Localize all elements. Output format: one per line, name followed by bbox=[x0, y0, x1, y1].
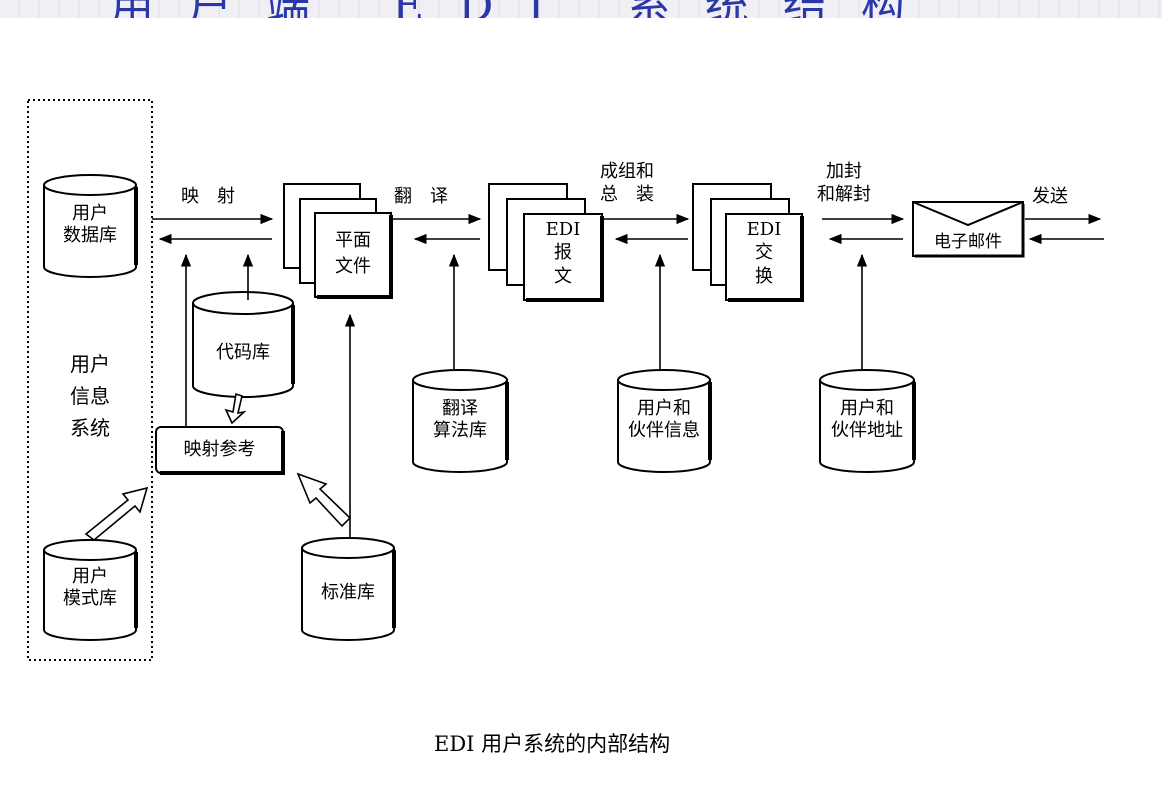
flat-file-label-line2: 文件 bbox=[335, 256, 371, 278]
translation-algorithm-database-label: 翻译 算法库 bbox=[413, 398, 507, 441]
partner-info-database-label-line2: 伙伴信息 bbox=[628, 419, 700, 441]
mode-db-to-info-system-block-arrow bbox=[84, 486, 149, 542]
partner-address-database-label-line2: 伙伴地址 bbox=[831, 419, 903, 441]
top-banner: 用户端 EDI 系统结构 bbox=[0, 0, 1162, 18]
flat-file-label-line1: 平面 bbox=[335, 230, 371, 251]
user-mode-database-label: 用户 模式库 bbox=[46, 566, 134, 609]
user-mode-database-label-line1: 用户 bbox=[72, 566, 108, 587]
edi-exchange-label-line3: 换 bbox=[755, 265, 773, 287]
standard-db-to-mapping-ref-block-arrow bbox=[296, 472, 352, 528]
edi-exchange-label-line1: EDI bbox=[746, 219, 782, 240]
flat-file-stack bbox=[283, 183, 393, 299]
translation-algorithm-database-label-line1: 翻译 bbox=[442, 398, 478, 419]
edi-message-label-line3: 文 bbox=[554, 265, 572, 287]
email-label: 电子邮件 bbox=[934, 232, 1002, 252]
mapping-reference-label: 映射参考 bbox=[183, 439, 256, 460]
standard-database-cylinder bbox=[301, 537, 396, 641]
partner-info-database-cylinder bbox=[617, 369, 712, 473]
user-mode-database-label-line2: 模式库 bbox=[63, 587, 117, 609]
user-database-label-line2: 数据库 bbox=[63, 224, 117, 246]
group-flow-label: 成组和 总 装 bbox=[600, 160, 654, 207]
send-flow-label: 发送 bbox=[1032, 186, 1068, 207]
translation-algorithm-database-label-line2: 算法库 bbox=[433, 419, 487, 441]
code-database-label: 代码库 bbox=[193, 342, 293, 364]
partner-address-database-label-line1: 用户和 bbox=[840, 398, 894, 419]
edi-exchange-stack bbox=[692, 183, 804, 302]
group-flow-label-line1: 成组和 bbox=[600, 161, 654, 182]
partner-address-database-label: 用户和 伙伴地址 bbox=[814, 398, 920, 441]
standard-database-label: 标准库 bbox=[302, 582, 394, 604]
user-info-system-label-line1: 用户 bbox=[70, 352, 110, 376]
edi-exchange-label: EDI 交 换 bbox=[726, 218, 802, 288]
seal-flow-label: 加封 和解封 bbox=[806, 160, 882, 207]
edi-message-label-line1: EDI bbox=[545, 219, 581, 240]
user-mode-database-cylinder bbox=[43, 539, 138, 641]
translate-flow-label: 翻 译 bbox=[394, 186, 448, 207]
partner-address-database-cylinder bbox=[819, 369, 916, 473]
code-db-to-mapping-ref-block-arrow bbox=[224, 392, 247, 425]
edi-message-label-line2: 报 bbox=[554, 242, 572, 264]
edi-message-label: EDI 报 文 bbox=[524, 218, 602, 288]
edi-message-stack bbox=[488, 183, 604, 302]
top-banner-title: 用户端 EDI 系统结构 bbox=[110, 0, 939, 18]
user-info-system-label-line3: 系统 bbox=[70, 416, 110, 440]
user-database-label-line1: 用户 bbox=[72, 203, 108, 224]
flat-file-label: 平面 文件 bbox=[315, 228, 391, 280]
user-info-system-frame bbox=[27, 99, 153, 661]
group-flow-label-line2: 总 装 bbox=[600, 184, 654, 206]
map-flow-label: 映 射 bbox=[181, 186, 235, 207]
user-database-label: 用户 数据库 bbox=[46, 203, 134, 246]
code-database-label-line1: 代码库 bbox=[216, 342, 270, 363]
seal-flow-label-line2: 和解封 bbox=[817, 184, 871, 206]
user-database-cylinder bbox=[43, 174, 138, 278]
mapping-reference-box bbox=[155, 426, 285, 475]
user-info-system-label-line2: 信息 bbox=[70, 384, 110, 408]
partner-info-database-label-line1: 用户和 bbox=[637, 398, 691, 419]
code-database-cylinder bbox=[192, 291, 295, 398]
user-info-system-label: 用户 信息 系统 bbox=[38, 348, 142, 444]
standard-database-label-line1: 标准库 bbox=[321, 582, 375, 603]
seal-flow-label-line1: 加封 bbox=[826, 161, 862, 182]
diagram-caption: EDI 用户系统的内部结构 bbox=[434, 732, 671, 756]
email-envelope bbox=[912, 201, 1025, 258]
partner-info-database-label: 用户和 伙伴信息 bbox=[612, 398, 716, 441]
translation-algorithm-database-cylinder bbox=[412, 369, 509, 473]
edi-exchange-label-line2: 交 bbox=[755, 242, 773, 264]
